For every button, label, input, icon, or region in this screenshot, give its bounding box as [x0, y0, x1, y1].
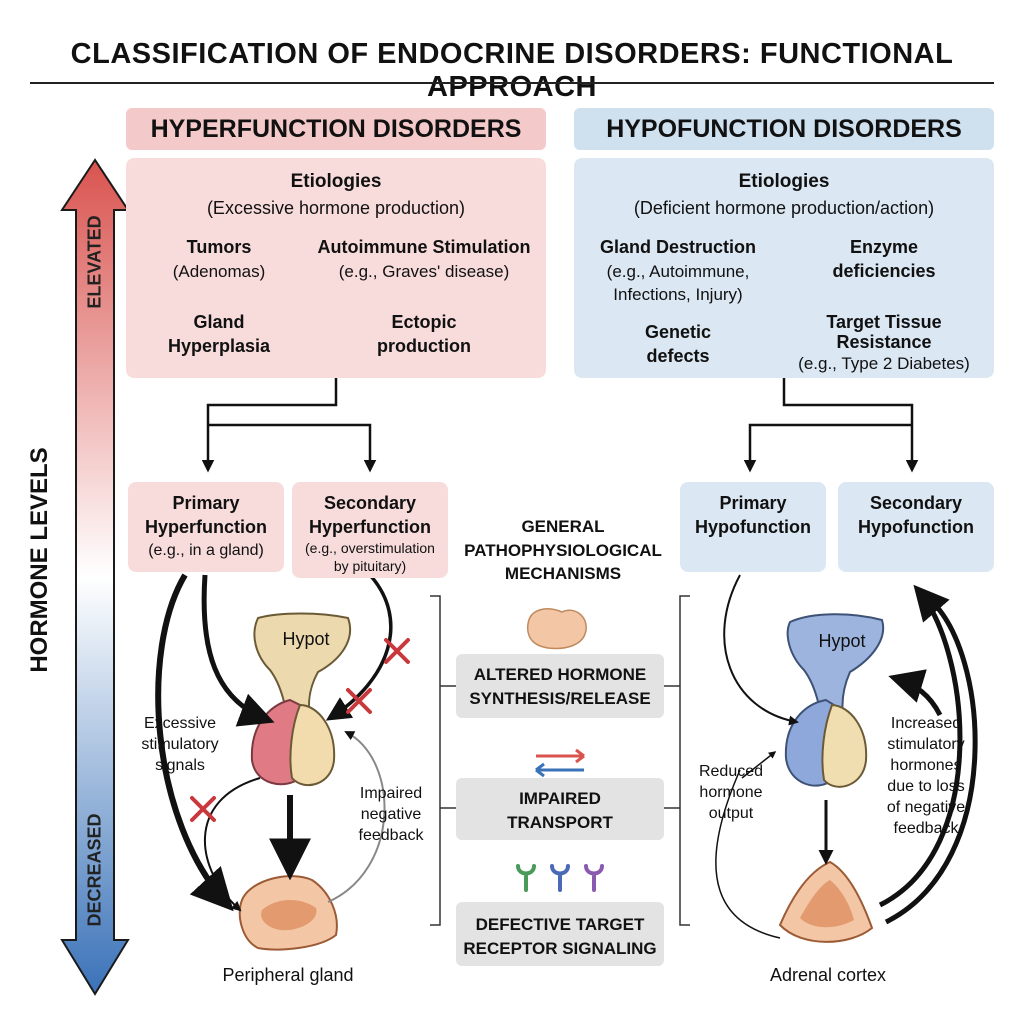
- primary-hyper-line2: Hyperfunction: [144, 517, 268, 537]
- cause-resistance-note: (e.g., Type 2 Diabetes): [798, 354, 970, 373]
- gland-icon: [526, 608, 587, 650]
- hypo-etiologies-panel: [574, 158, 994, 378]
- mechanisms-title-3: MECHANISMS: [504, 564, 622, 583]
- hypo-etiologies-subtitle: (Deficient hormone production/action): [633, 198, 935, 218]
- hyper-etiologies-title: Etiologies: [290, 171, 382, 192]
- mechanism-brackets: [430, 595, 690, 926]
- hypo-arrows: [715, 574, 978, 939]
- cause-tumors: Tumors: [186, 237, 252, 257]
- cause-hyperplasia-1: Gland: [193, 312, 245, 332]
- secondary-hypo-line2: Hypofunction: [858, 517, 974, 537]
- receptor-icon: [516, 864, 604, 892]
- mechanism-3-line2: RECEPTOR SIGNALING: [463, 939, 657, 958]
- cause-ectopic-2: production: [377, 336, 471, 356]
- hypo-pituitary-illustration: [784, 613, 885, 788]
- secondary-hyper-note2: by pituitary): [333, 558, 407, 574]
- hypofunction-banner: HYPOFUNCTION DISORDERS: [574, 108, 994, 150]
- primary-hyper-note: (e.g., in a gland): [148, 542, 264, 559]
- adrenal-cortex-illustration: [778, 860, 874, 943]
- cause-resistance-1: Target Tissue: [826, 312, 942, 332]
- mechanisms-title-1: GENERAL: [521, 517, 605, 536]
- primary-hyperfunction-box: [128, 482, 284, 572]
- increased-label-5: of negative: [886, 799, 966, 816]
- cause-ectopic-1: Ectopic: [391, 312, 457, 332]
- cause-genetic-1: Genetic: [644, 322, 712, 342]
- cause-autoimmune: Autoimmune Stimulation: [317, 237, 531, 257]
- mechanism-1-line2: SYNTHESIS/RELEASE: [469, 689, 651, 708]
- increased-label-3: hormones: [890, 757, 962, 774]
- hyper-etiologies-subtitle: (Excessive hormone production): [206, 198, 466, 218]
- peripheral-gland-illustration: [238, 875, 338, 951]
- hypo-etiologies-title: Etiologies: [738, 171, 830, 192]
- excessive-label-2: stimulatory: [141, 736, 219, 753]
- excessive-label-1: Excessive: [143, 715, 217, 732]
- impaired-feedback-label-1: Impaired: [359, 785, 423, 802]
- hyper-arrows: [155, 573, 393, 912]
- hyper-etiologies-panel: [126, 158, 546, 378]
- increased-label-1: Increased: [890, 715, 962, 732]
- excessive-label-3: signals: [155, 757, 205, 774]
- cause-destruction-note-2: Infections, Injury): [613, 285, 743, 304]
- cause-autoimmune-note: (e.g., Graves' disease): [338, 262, 510, 281]
- decreased-label: DECREASED: [84, 813, 105, 927]
- secondary-hyperfunction-box: [292, 482, 448, 578]
- secondary-hypofunction-box: [838, 482, 994, 572]
- mechanisms-title-2: PATHOPHYSIOLOGICAL: [464, 541, 662, 560]
- reduced-label-2: hormone: [699, 784, 763, 801]
- page-title: CLASSIFICATION OF ENDOCRINE DISORDERS: F…: [70, 38, 954, 103]
- secondary-hyper-line2: Hyperfunction: [308, 517, 432, 537]
- cause-tumors-note: (Adenomas): [172, 262, 266, 281]
- hormone-levels-label: HORMONE LEVELS: [26, 447, 53, 673]
- primary-hypo-line1: Primary: [719, 493, 787, 513]
- blocked-feedback-marks: [190, 638, 410, 822]
- title-divider: [30, 82, 994, 84]
- cause-genetic-2: defects: [646, 346, 710, 366]
- increased-label-2: stimulatory: [887, 736, 965, 753]
- mechanism-altered-synthesis: [456, 654, 664, 718]
- mechanism-defective-receptor: [456, 902, 664, 966]
- cause-hyperplasia-2: Hyperplasia: [167, 336, 271, 356]
- elevated-label: ELEVATED: [84, 215, 105, 309]
- hypo-hypot-label: Hypot: [818, 631, 866, 651]
- peripheral-gland-label: Peripheral gland: [222, 965, 354, 985]
- hyper-tree-lines: [201, 378, 377, 473]
- cause-destruction-note-1: (e.g., Autoimmune,: [606, 262, 750, 281]
- primary-hypo-line2: Hypofunction: [695, 517, 811, 537]
- primary-hypofunction-box: [680, 482, 826, 572]
- cause-enzyme-2: deficiencies: [832, 261, 936, 281]
- secondary-hyper-line1: Secondary: [323, 493, 417, 513]
- mechanism-impaired-transport: [456, 778, 664, 840]
- impaired-feedback-label-3: feedback: [358, 827, 424, 844]
- hyper-hypot-label: Hypot: [282, 629, 330, 649]
- cause-resistance-2: Resistance: [836, 332, 932, 352]
- mechanism-1-line1: ALTERED HORMONE: [473, 665, 647, 684]
- impaired-feedback-label-2: negative: [360, 806, 422, 823]
- adrenal-cortex-label: Adrenal cortex: [769, 965, 887, 985]
- secondary-hyper-note1: (e.g., overstimulation: [305, 540, 435, 556]
- mechanism-3-line1: DEFECTIVE TARGET: [475, 915, 645, 934]
- cause-enzyme-1: Enzyme: [849, 237, 919, 257]
- primary-hyper-line1: Primary: [172, 493, 240, 513]
- hyperfunction-banner: HYPERFUNCTION DISORDERS: [126, 108, 546, 150]
- hormone-level-axis: [60, 158, 130, 996]
- mechanism-2-line2: TRANSPORT: [507, 813, 613, 832]
- hypo-tree-lines: [743, 378, 919, 473]
- cause-gland-destruction: Gland Destruction: [599, 237, 757, 257]
- increased-label-6: feedback: [893, 820, 959, 837]
- reduced-label-1: Reduced: [698, 763, 764, 780]
- secondary-hypo-line1: Secondary: [869, 493, 963, 513]
- mechanism-2-line1: IMPAIRED: [519, 789, 601, 808]
- reduced-label-3: output: [708, 805, 754, 822]
- transport-arrows-icon: [535, 748, 585, 778]
- increased-label-4: due to loss: [887, 778, 965, 795]
